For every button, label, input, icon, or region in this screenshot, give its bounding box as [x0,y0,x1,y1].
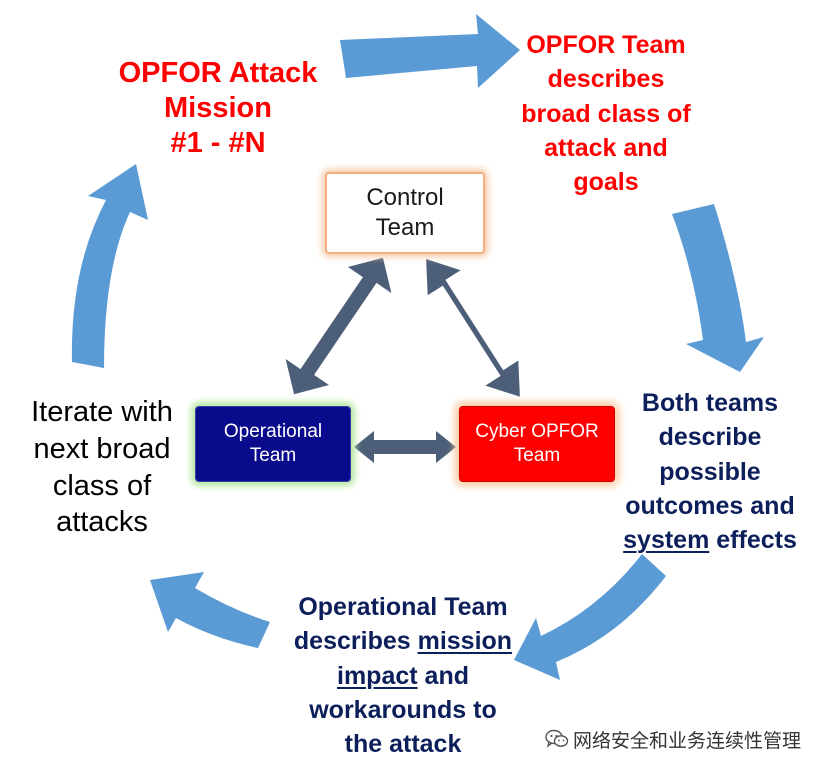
impact-line: workarounds to [309,695,497,724]
control-team-text: Team [375,214,435,241]
connector-arrow-control-operational [285,257,392,395]
impact-line: impact and [258,659,548,693]
mission-underlined-word: mission [417,627,513,656]
outcomes-label: Both teams describe possible outcomes an… [604,386,816,557]
connector-arrow-control-cyber [426,259,520,397]
impact-line-text: describes [293,627,418,656]
connector-arrow-operational-cyber [354,431,456,463]
describe-line: goals [573,168,639,196]
mission-line: Mission [164,91,272,124]
opfor-describes-label: OPFOR Team describes broad class of atta… [488,28,724,199]
describe-line: OPFOR Team [526,31,686,59]
describe-line: broad class of [521,99,691,128]
operational-team-box: Operational Team [195,406,351,482]
iterate-line: Iterate with [31,396,173,428]
describe-line: attack and [544,133,668,162]
watermark: 网络安全和业务连续性管理 [545,724,801,754]
outcomes-line: possible [659,457,761,486]
connector-arrows [285,257,520,463]
outcomes-line: outcomes and [625,491,795,520]
control-team-text: Control [366,184,444,211]
impact-line: Operational Team [298,593,508,621]
mission-line: OPFOR Attack [118,57,318,89]
iterate-line: next broad [33,432,171,465]
iterate-line: attacks [56,506,148,539]
impact-line: the attack [344,730,462,758]
wechat-icon [545,729,569,748]
describe-line: describes [547,65,665,94]
mission-line: #1 - #N [170,126,266,159]
operational-team-text: Team [249,445,297,466]
impact-line-text: and [417,661,469,690]
watermark-text: 网络安全和业务连续性管理 [573,729,802,752]
impact-underlined-word: impact [337,661,418,690]
cycle-arrow-right [672,204,764,372]
cyber-opfor-team-box: Cyber OPFOR Team [459,406,615,482]
cycle-arrow-bottom-left [150,572,270,648]
outcomes-line-rest: effects [709,526,797,554]
cycle-arrow-left [71,164,148,368]
outcomes-line: Both teams [641,389,779,417]
outcomes-line: system effects [604,523,816,557]
cyber-opfor-team-text: Cyber OPFOR [475,420,599,442]
operational-team-text: Operational [223,420,323,442]
system-underlined-word: system [623,526,710,554]
cycle-arrow-top [340,14,520,88]
mission-label: OPFOR Attack Mission #1 - #N [96,56,340,160]
outcomes-line: describe [658,423,762,452]
cyber-opfor-team-text: Team [513,445,561,466]
iterate-line: class of [52,469,152,502]
mission-impact-label: Operational Team describes mission impac… [258,590,548,761]
control-team-box: Control Team [325,172,485,254]
cycle-arrows [71,14,764,680]
cycle-arrow-bottom-right [514,554,666,680]
impact-line: describes mission [258,624,548,658]
iterate-label: Iterate with next broad class of attacks [10,394,194,541]
